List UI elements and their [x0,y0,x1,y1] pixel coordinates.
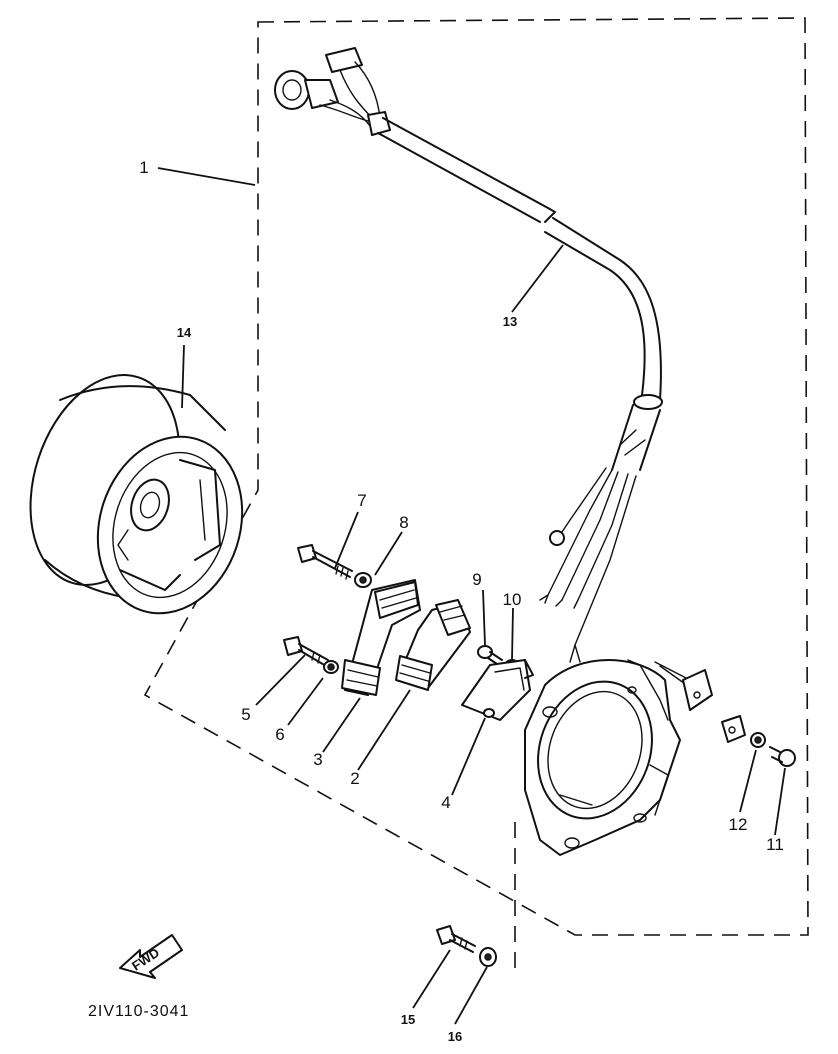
bolt-7 [297,544,353,580]
screw-11 [769,746,796,767]
callout-labels: 1 13 14 7 8 9 10 5 6 3 2 4 12 11 15 16 [139,158,784,1044]
stator-base [524,659,681,856]
callout-16: 16 [448,1029,462,1044]
screw-9 [477,645,503,667]
washer-12 [750,732,766,748]
callout-15: 15 [401,1012,415,1027]
callout-8: 8 [399,513,408,532]
fwd-arrow-icon: FWD [119,934,183,979]
callout-2: 2 [350,769,359,788]
callout-12: 12 [729,815,748,834]
callout-13: 13 [503,314,517,329]
plate-4 [461,659,534,721]
callout-1: 1 [139,158,148,177]
callout-11: 11 [766,835,784,854]
callout-10: 10 [503,590,522,609]
callout-4: 4 [441,793,450,812]
callout-14: 14 [177,325,192,340]
bolt-5 [283,636,329,667]
wire-harness [274,47,663,663]
assembly-boundary [143,17,809,968]
washer-8 [354,572,372,588]
callout-7: 7 [357,491,366,510]
callout-5: 5 [241,705,250,724]
leader-lines [157,167,786,1025]
part-code: 2IV110-3041 [88,1003,189,1020]
washer-6 [323,660,339,674]
pulser-coil-2 [395,599,471,691]
washer-16 [479,947,497,967]
callout-6: 6 [275,725,284,744]
flywheel-rotor [29,374,244,615]
source-coil-3 [341,579,421,696]
bolt-15 [436,925,476,953]
lead-clip [654,661,746,743]
callout-9: 9 [472,570,481,589]
callout-3: 3 [313,750,322,769]
